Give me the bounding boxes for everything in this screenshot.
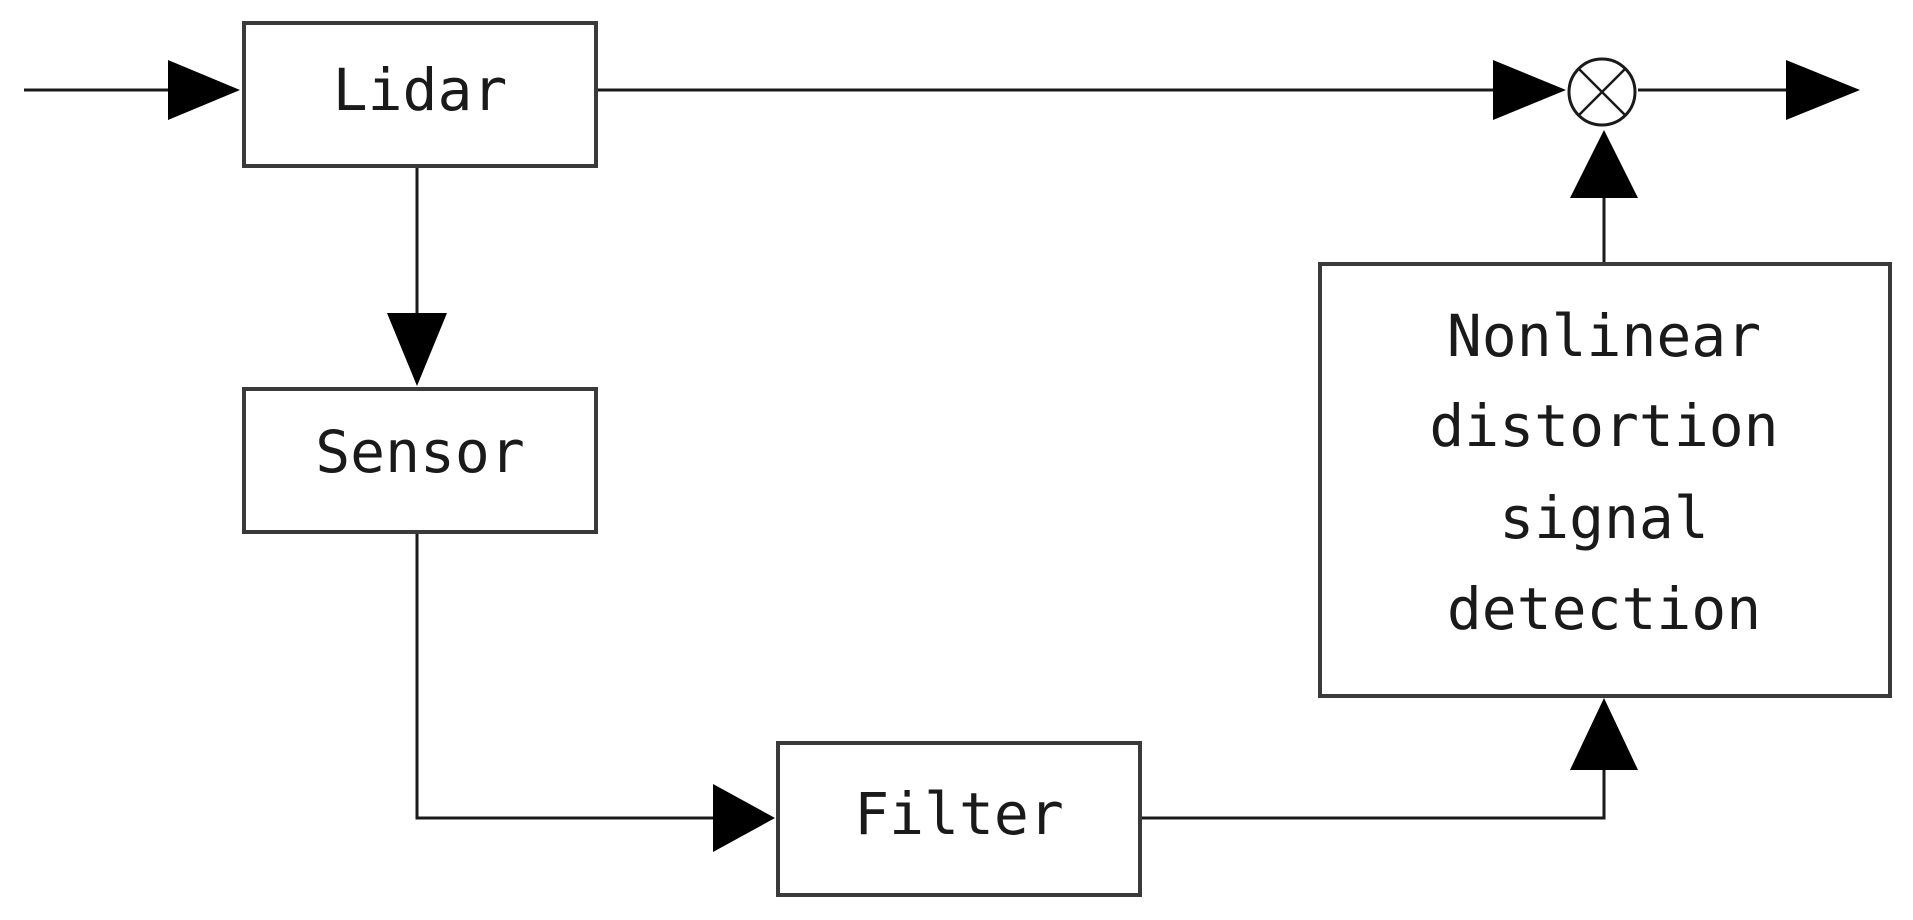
- wire-filter-to-detection: [1140, 750, 1606, 820]
- arrow-input-to-lidar-icon: [168, 60, 240, 120]
- arrow-output-icon: [1786, 60, 1860, 120]
- block-filter: Filter: [776, 741, 1142, 897]
- mixer-cross-b: [1578, 68, 1626, 116]
- block-detection-line-4: detection: [1447, 575, 1761, 643]
- block-sensor-box: [242, 387, 598, 534]
- block-lidar-box: [242, 21, 598, 168]
- wire-sensor-to-filter: [415, 532, 715, 820]
- arrow-sensor-to-filter-icon: [713, 784, 775, 852]
- block-detection: Nonlinear distortion signal detection: [1318, 262, 1892, 698]
- arrow-lidar-to-mixer-icon: [1493, 60, 1566, 120]
- block-sensor-label: Sensor: [315, 418, 525, 486]
- block-filter-box: [776, 741, 1142, 897]
- mixer-multiplier-icon: [1567, 57, 1637, 127]
- arrow-heads: [168, 60, 1860, 852]
- arrow-filter-to-detection-icon: [1570, 698, 1638, 770]
- arrow-lidar-to-sensor-icon: [387, 313, 447, 386]
- block-detection-line-3: signal: [1499, 484, 1709, 552]
- arrow-detection-to-mixer-icon: [1570, 130, 1638, 198]
- block-detection-line-2: distortion: [1429, 392, 1778, 460]
- block-lidar: Lidar: [242, 21, 598, 168]
- block-detection-line-1: Nonlinear: [1447, 302, 1761, 370]
- connections: [24, 88, 1800, 820]
- block-sensor: Sensor: [242, 387, 598, 534]
- block-lidar-label: Lidar: [333, 56, 508, 124]
- block-filter-label: Filter: [854, 780, 1064, 848]
- block-detection-box: [1318, 262, 1892, 698]
